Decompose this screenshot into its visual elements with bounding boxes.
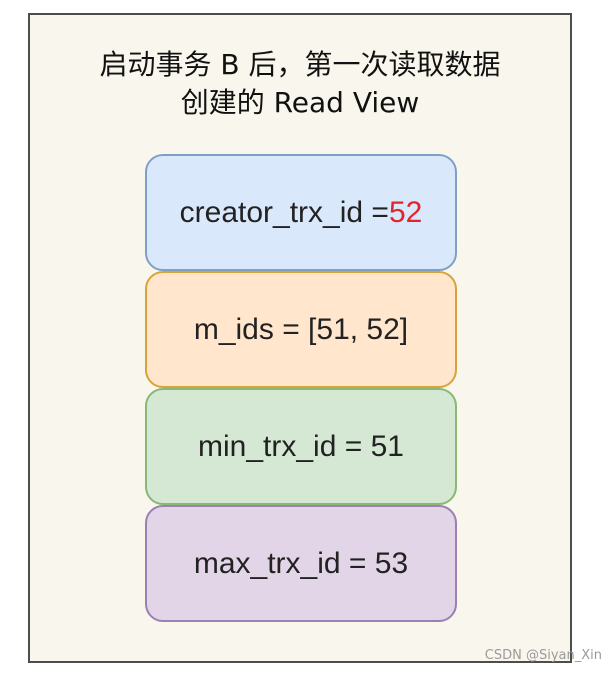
diagram-title: 启动事务 B 后，第一次读取数据 创建的 Read View: [28, 46, 572, 122]
creator-trx-id-label: creator_trx_id =: [179, 195, 389, 229]
title-line-1: 启动事务 B 后，第一次读取数据: [99, 48, 501, 81]
watermark: CSDN @Siyan_Xin: [484, 648, 602, 663]
max-trx-id-text: max_trx_id = 53: [193, 546, 409, 580]
min-trx-id-text: min_trx_id = 51: [198, 429, 404, 463]
creator-trx-id-box: creator_trx_id = 52: [145, 154, 457, 271]
creator-trx-id-value: 52: [388, 195, 423, 229]
m-ids-text: m_ids = [51, 52]: [193, 312, 409, 346]
min-trx-id-box: min_trx_id = 51: [145, 388, 457, 505]
max-trx-id-box: max_trx_id = 53: [145, 505, 457, 622]
m-ids-box: m_ids = [51, 52]: [145, 271, 457, 388]
title-line-2: 创建的 Read View: [180, 86, 420, 119]
